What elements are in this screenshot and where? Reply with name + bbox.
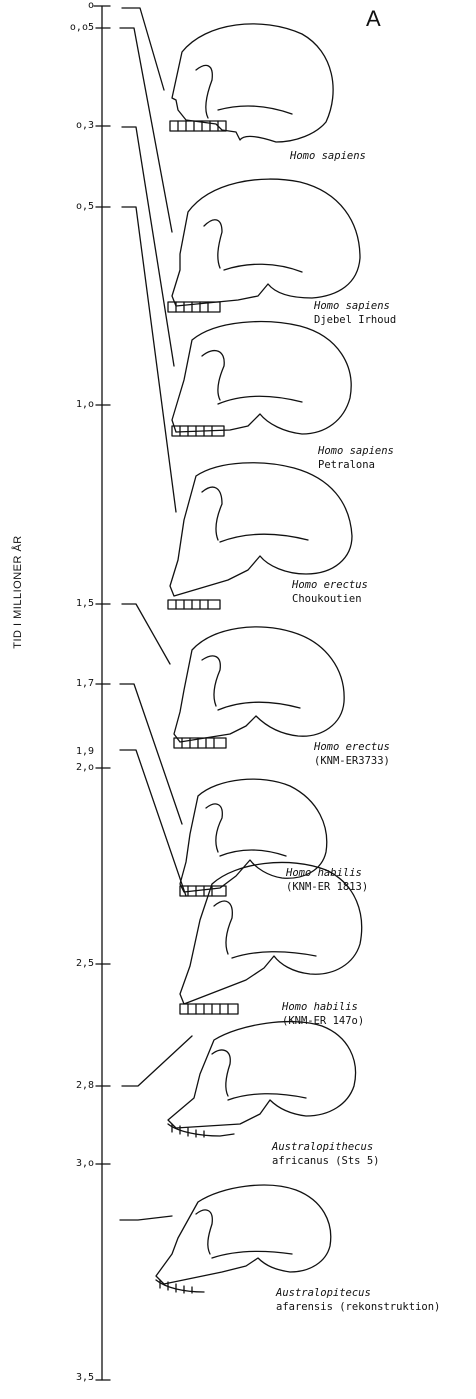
specimen-label-3: Homo sapiens Petralona <box>318 444 394 472</box>
specimen-label-1: Homo sapiens <box>290 149 366 163</box>
specimen-detail: Petralona <box>318 458 394 472</box>
skull-australopithecus-africanus <box>168 1022 356 1137</box>
specimen-name: Homo erectus <box>292 578 368 592</box>
skull-erectus-knm-er3733 <box>174 627 344 748</box>
specimen-detail: (KNM-ER 1813) <box>286 880 368 894</box>
specimen-label-7: Homo habilis (KNM-ER 147o) <box>282 1000 364 1028</box>
skull-djebel-irhoud <box>168 179 360 312</box>
specimen-label-5: Homo erectus (KNM-ER3733) <box>314 740 390 768</box>
skull-australopitecus-afarensis <box>156 1185 331 1293</box>
specimen-label-9: Australopitecus afarensis (rekonstruktio… <box>276 1286 440 1314</box>
specimen-detail: Choukoutien <box>292 592 368 606</box>
specimen-detail: africanus (Sts 5) <box>272 1154 379 1168</box>
specimen-label-4: Homo erectus Choukoutien <box>292 578 368 606</box>
specimen-name: Australopitecus <box>276 1286 440 1300</box>
specimen-name: Homo sapiens <box>290 149 366 163</box>
specimen-label-6: Homo habilis (KNM-ER 1813) <box>286 866 368 894</box>
specimen-label-2: Homo sapiens Djebel Irhoud <box>314 299 396 327</box>
skull-homo-sapiens <box>170 24 333 142</box>
specimen-name: Homo sapiens <box>314 299 396 313</box>
specimen-name: Homo habilis <box>282 1000 364 1014</box>
specimen-name: Australopithecus <box>272 1140 379 1154</box>
time-axis <box>94 6 110 1380</box>
specimen-name: Homo habilis <box>286 866 368 880</box>
specimen-name: Homo sapiens <box>318 444 394 458</box>
specimen-detail: afarensis (rekonstruktion) <box>276 1300 440 1314</box>
specimen-detail: (KNM-ER3733) <box>314 754 390 768</box>
connector-lines <box>120 8 192 1220</box>
specimen-detail: Djebel Irhoud <box>314 313 396 327</box>
skull-petralona <box>172 322 351 436</box>
specimen-label-8: Australopithecus africanus (Sts 5) <box>272 1140 379 1168</box>
specimen-name: Homo erectus <box>314 740 390 754</box>
specimen-detail: (KNM-ER 147o) <box>282 1014 364 1028</box>
